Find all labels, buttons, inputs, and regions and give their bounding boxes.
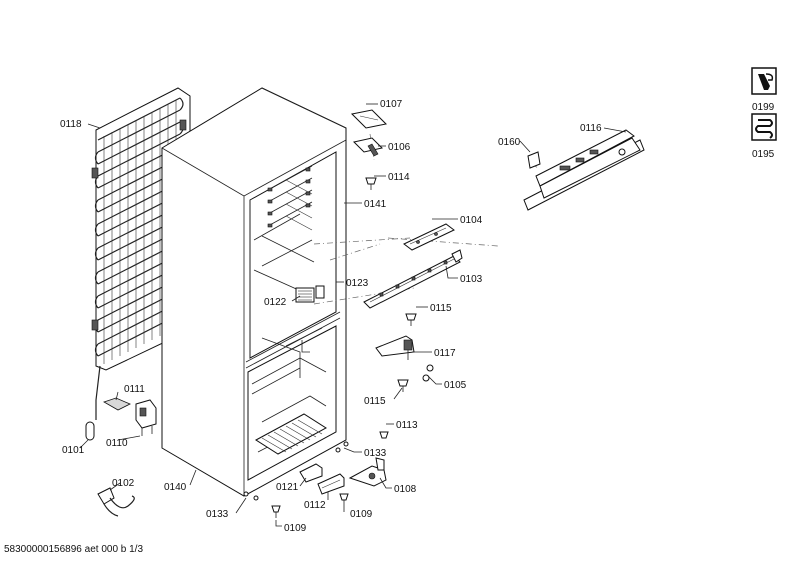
label-0118: 0118	[60, 119, 82, 130]
caps-0133-right[interactable]	[335, 441, 349, 453]
lamp-holder[interactable]	[353, 137, 383, 157]
washer-0105[interactable]	[422, 364, 434, 382]
label-0199: 0199	[752, 102, 775, 113]
switch-0160[interactable]	[527, 151, 541, 169]
label-0117: 0117	[434, 348, 456, 359]
label-0133-left: 0133	[206, 509, 229, 520]
label-0115-upper: 0115	[430, 303, 452, 314]
fan-cover[interactable]	[295, 285, 325, 303]
label-0110: 0110	[106, 438, 128, 449]
label-0112: 0112	[304, 500, 326, 511]
relay-0110[interactable]	[135, 399, 157, 436]
hinge-pin-0115-lower[interactable]	[397, 379, 409, 392]
label-0107: 0107	[380, 99, 403, 110]
screw-0109-right[interactable]	[339, 493, 349, 506]
screw-0109-left[interactable]	[271, 505, 281, 518]
label-0111: 0111	[124, 384, 145, 395]
bracket-0121[interactable]	[299, 463, 323, 483]
label-0195: 0195	[752, 149, 775, 160]
screw-0113[interactable]	[379, 431, 389, 439]
label-0105: 0105	[444, 380, 467, 391]
label-0133-right: 0133	[364, 448, 387, 459]
rail-0103[interactable]	[363, 249, 463, 309]
label-0141: 0141	[364, 199, 387, 210]
label-0113: 0113	[396, 420, 418, 431]
label-0109-left: 0109	[284, 523, 307, 534]
hinge-pin-0115-upper[interactable]	[405, 313, 417, 326]
bracket-0104[interactable]	[403, 223, 455, 251]
document-id: 58300000156896 aet 000 b 1/3	[4, 544, 143, 555]
label-0108: 0108	[394, 484, 417, 495]
cabinet[interactable]	[161, 87, 347, 497]
label-0102: 0102	[112, 478, 135, 489]
heating-coil-icon[interactable]	[751, 113, 777, 141]
label-0115-lower: 0115	[364, 396, 386, 407]
label-0140: 0140	[164, 482, 187, 493]
cover-0112[interactable]	[317, 473, 345, 495]
lamp-cover[interactable]	[350, 109, 388, 129]
label-0114: 0114	[388, 172, 410, 183]
label-0160: 0160	[498, 137, 521, 148]
label-0101: 0101	[62, 445, 85, 456]
middle-hinge-0117[interactable]	[375, 335, 415, 360]
label-0116: 0116	[580, 123, 602, 134]
label-0103: 0103	[460, 274, 483, 285]
leader-lines	[79, 103, 627, 527]
label-0109-right: 0109	[350, 509, 373, 520]
label-0121: 0121	[276, 482, 299, 493]
grommet-0101[interactable]	[85, 421, 95, 441]
control-panel-0116[interactable]	[523, 129, 645, 211]
label-0123: 0123	[346, 278, 369, 289]
power-cord-0102[interactable]	[97, 487, 135, 517]
caps-0133-left[interactable]	[243, 491, 259, 501]
cover-0111[interactable]	[103, 397, 131, 411]
label-0104: 0104	[460, 215, 483, 226]
screw-0114[interactable]	[365, 177, 377, 190]
bottom-hinge-0108[interactable]	[348, 457, 387, 487]
wrench-icon[interactable]	[751, 67, 777, 95]
label-0122: 0122	[264, 297, 287, 308]
label-0106: 0106	[388, 142, 411, 153]
